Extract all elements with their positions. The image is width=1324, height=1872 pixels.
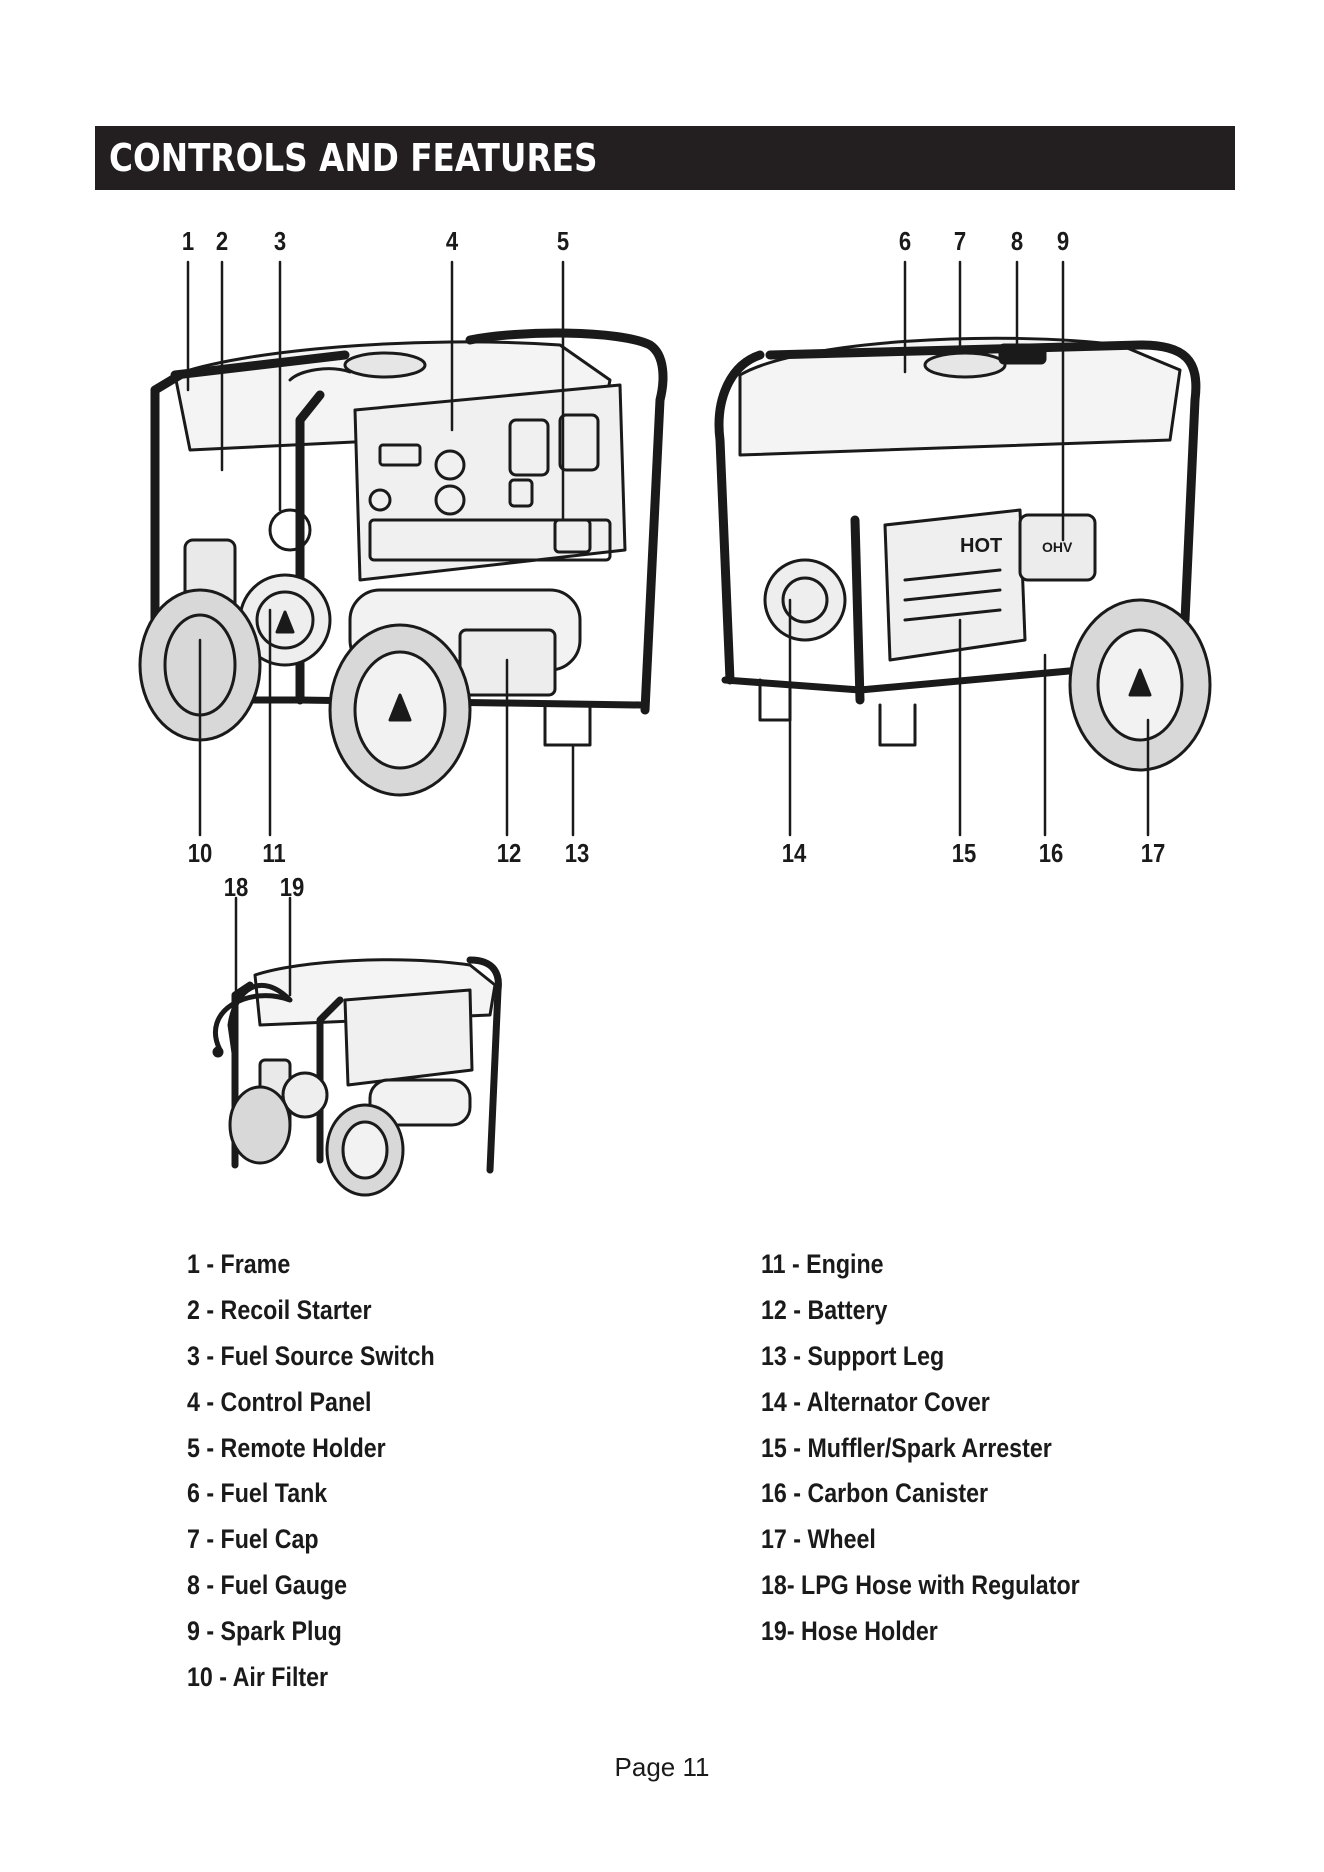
callout-3: 3 bbox=[273, 226, 287, 256]
callout-16: 16 bbox=[1038, 838, 1064, 868]
callout-10: 10 bbox=[187, 838, 213, 868]
legend-item: 10 - Air Filter bbox=[187, 1662, 329, 1692]
hot-label: HOT bbox=[960, 535, 1002, 557]
page-number: Page 11 bbox=[614, 1752, 710, 1782]
callout-8: 8 bbox=[1010, 226, 1024, 256]
callout-4: 4 bbox=[445, 226, 459, 256]
callout-9: 9 bbox=[1056, 226, 1070, 256]
legend-item: 14 - Alternator Cover bbox=[761, 1387, 990, 1417]
callout-14: 14 bbox=[781, 838, 807, 868]
callout-11: 11 bbox=[262, 838, 286, 868]
callout-17: 17 bbox=[1140, 838, 1166, 868]
legend-item: 7 - Fuel Cap bbox=[187, 1524, 319, 1554]
legend-item: 9 - Spark Plug bbox=[187, 1616, 342, 1646]
generator-rear-view bbox=[714, 336, 1212, 772]
ohv-label: OHV bbox=[1042, 539, 1073, 555]
section-header: CONTROLS AND FEATURES bbox=[95, 126, 1235, 190]
generator-front-view bbox=[138, 328, 668, 797]
callout-1: 1 bbox=[181, 226, 195, 256]
callout-7: 7 bbox=[953, 226, 967, 256]
legend-item: 17 - Wheel bbox=[761, 1524, 876, 1554]
legend-item: 6 - Fuel Tank bbox=[187, 1478, 328, 1508]
callout-15: 15 bbox=[951, 838, 977, 868]
legend-item: 3 - Fuel Source Switch bbox=[187, 1341, 435, 1371]
legend-item: 1 - Frame bbox=[187, 1249, 291, 1279]
callout-19: 19 bbox=[279, 872, 305, 902]
callout-18: 18 bbox=[223, 872, 249, 902]
callout-2: 2 bbox=[215, 226, 229, 256]
legend-item: 15 - Muffler/Spark Arrester bbox=[761, 1433, 1052, 1463]
section-title: CONTROLS AND FEATURES bbox=[109, 136, 598, 180]
legend-item: 2 - Recoil Starter bbox=[187, 1295, 372, 1325]
legend-item: 13 - Support Leg bbox=[761, 1341, 945, 1371]
callout-5: 5 bbox=[556, 226, 570, 256]
legend-item: 5 - Remote Holder bbox=[187, 1433, 386, 1463]
legend-item: 19- Hose Holder bbox=[761, 1616, 938, 1646]
legend-item: 16 - Carbon Canister bbox=[761, 1478, 989, 1508]
callout-13: 13 bbox=[564, 838, 590, 868]
callout-6: 6 bbox=[898, 226, 912, 256]
legend-item: 18- LPG Hose with Regulator bbox=[761, 1570, 1080, 1600]
generator-lpg-view bbox=[212, 956, 502, 1197]
leader-lines bbox=[186, 260, 1150, 1022]
callout-12: 12 bbox=[496, 838, 522, 868]
legend-item: 4 - Control Panel bbox=[187, 1387, 372, 1417]
legend-item: 11 - Engine bbox=[761, 1249, 884, 1279]
legend-item: 8 - Fuel Gauge bbox=[187, 1570, 348, 1600]
legend-item: 12 - Battery bbox=[761, 1295, 888, 1325]
